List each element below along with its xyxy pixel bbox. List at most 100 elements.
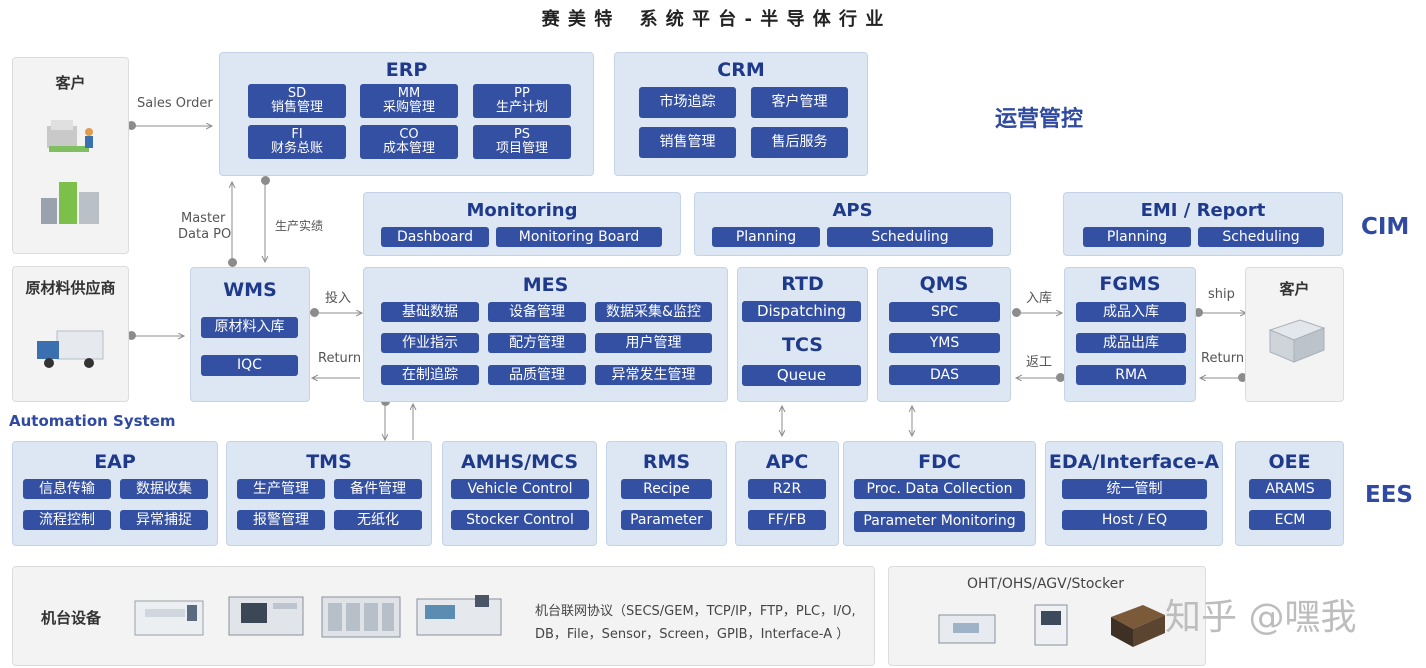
return-left-label: Return: [318, 351, 362, 366]
monitoring-board-pill: Monitoring Board: [496, 227, 662, 247]
mes-title: MES: [522, 274, 569, 296]
protocol-line-2: DB，File，Sensor，Screen，GPIB，Interface-A ）: [535, 627, 850, 642]
connector-dot: [127, 331, 136, 340]
supplier-title: 原材料供应商: [25, 279, 116, 297]
eap-panel: EAP 信息传输 数据收集 流程控制 异常捕捉: [12, 441, 218, 546]
rms-recipe-pill: Recipe: [621, 479, 712, 499]
fgms-title: FGMS: [1099, 273, 1161, 295]
aps-panel: APS Planning Scheduling: [694, 192, 1011, 256]
crm-customer-pill: 客户管理: [751, 87, 848, 118]
page-title: 赛 美 特 系 统 平 台 - 半 导 体 行 业: [541, 9, 885, 30]
emi-panel: EMI / Report Planning Scheduling: [1063, 192, 1343, 256]
fgms-in-pill: 成品入库: [1076, 302, 1186, 322]
fgms-out-pill: 成品出库: [1076, 333, 1186, 353]
customer-left-box: 客户: [12, 57, 129, 254]
connector-dot: [127, 121, 136, 130]
tms-title: TMS: [306, 451, 352, 473]
equipment-panel: 机台设备 机台联网协议（SECS/GEM，TCP/IP，FTP，PLC，I/O,…: [12, 566, 875, 666]
master-data-label-1: Master: [181, 211, 226, 226]
input-label: 投入: [325, 291, 352, 306]
qms-yms-pill: YMS: [889, 333, 1000, 353]
connector-dot: [228, 258, 237, 267]
machine-3-icon: [321, 596, 401, 638]
return-right-label: Return: [1201, 351, 1245, 366]
monitoring-dashboard-pill: Dashboard: [381, 227, 489, 247]
connector-dot: [1194, 308, 1203, 317]
wms-receiving-pill: 原材料入库: [201, 317, 298, 338]
aps-scheduling-pill: Scheduling: [827, 227, 993, 247]
tms-production-pill: 生产管理: [237, 479, 325, 499]
container-icon: [1268, 319, 1326, 363]
mes-data-collection-pill: 数据采集&监控: [595, 302, 712, 322]
agv-icon: [1034, 604, 1068, 646]
protocol-line-1: 机台联网协议（SECS/GEM，TCP/IP，FTP，PLC，I/O,: [535, 604, 856, 619]
equipment-title: 机台设备: [41, 609, 102, 627]
mes-equipment-pill: 设备管理: [488, 302, 586, 322]
mes-exception-pill: 异常发生管理: [595, 365, 712, 385]
crm-aftersales-pill: 售后服务: [751, 127, 848, 158]
fdc-monitoring-pill: Parameter Monitoring: [854, 511, 1025, 532]
tms-panel: TMS 生产管理 备件管理 报警管理 无纸化: [226, 441, 432, 546]
machine-4-icon: [416, 595, 502, 636]
apc-r2r-pill: R2R: [748, 479, 826, 499]
rtd-title: RTD: [781, 273, 824, 295]
amhs-stocker-pill: Stocker Control: [451, 510, 589, 530]
eda-title: EDA/Interface-A: [1048, 451, 1220, 473]
rtd-dispatching-pill: Dispatching: [742, 301, 861, 322]
machine-2-icon: [228, 596, 304, 636]
crm-panel: CRM 市场追踪 客户管理 销售管理 售后服务: [614, 52, 868, 176]
tms-paperless-pill: 无纸化: [334, 510, 422, 530]
fgms-rma-pill: RMA: [1076, 365, 1186, 385]
emi-title: EMI / Report: [1140, 200, 1266, 221]
fdc-collection-pill: Proc. Data Collection: [854, 479, 1025, 499]
rework-label: 返工: [1026, 355, 1053, 370]
transport-title: OHT/OHS/AGV/Stocker: [967, 576, 1125, 592]
rtd-tcs-panel: RTD Dispatching TCS Queue: [737, 267, 868, 402]
transport-panel: OHT/OHS/AGV/Stocker: [888, 566, 1206, 666]
mes-panel: MES 基础数据 设备管理 数据采集&监控 作业指示 配方管理 用户管理 在制追…: [363, 267, 728, 402]
connector-dot: [310, 308, 319, 317]
customer-left-title: 客户: [55, 74, 86, 92]
layer-label-ees: EES: [1365, 482, 1413, 508]
master-data-label-2: Data PO: [178, 227, 232, 242]
emi-scheduling-pill: Scheduling: [1198, 227, 1324, 247]
eap-exception-pill: 异常捕捉: [120, 510, 208, 530]
customer-building-icon: [47, 120, 93, 152]
eda-unified-pill: 统一管制: [1062, 479, 1207, 499]
eap-flow-pill: 流程控制: [23, 510, 111, 530]
crm-title: CRM: [717, 59, 765, 81]
fdc-title: FDC: [918, 451, 961, 473]
mes-work-instruction-pill: 作业指示: [381, 333, 479, 353]
wms-panel: WMS 原材料入库 IQC: [190, 267, 310, 402]
machine-1-icon: [134, 600, 204, 636]
amhs-panel: AMHS/MCS Vehicle Control Stocker Control: [442, 441, 597, 546]
qms-panel: QMS SPC YMS DAS: [877, 267, 1011, 402]
aps-title: APS: [832, 200, 873, 221]
monitoring-title: Monitoring: [466, 200, 578, 221]
mes-quality-pill: 品质管理: [488, 365, 586, 385]
mes-wip-tracking-pill: 在制追踪: [381, 365, 479, 385]
rms-panel: RMS Recipe Parameter: [606, 441, 727, 546]
connector-dot: [261, 176, 270, 185]
apc-title: APC: [765, 451, 809, 473]
connector-dot: [1056, 373, 1065, 382]
emi-planning-pill: Planning: [1083, 227, 1191, 247]
monitoring-panel: Monitoring Dashboard Monitoring Board: [363, 192, 681, 256]
amhs-title: AMHS/MCS: [460, 451, 579, 473]
aps-planning-pill: Planning: [712, 227, 820, 247]
customer-right-box: 客户: [1245, 267, 1344, 402]
connector-dot: [1012, 308, 1021, 317]
production-report-label: 生产实绩: [275, 219, 324, 233]
warehouse-in-label: 入库: [1026, 291, 1053, 306]
oht-icon: [938, 614, 996, 644]
amhs-vehicle-pill: Vehicle Control: [451, 479, 589, 499]
mes-user-pill: 用户管理: [595, 333, 712, 353]
tcs-title: TCS: [782, 334, 823, 356]
customer-right-title: 客户: [1279, 280, 1310, 298]
